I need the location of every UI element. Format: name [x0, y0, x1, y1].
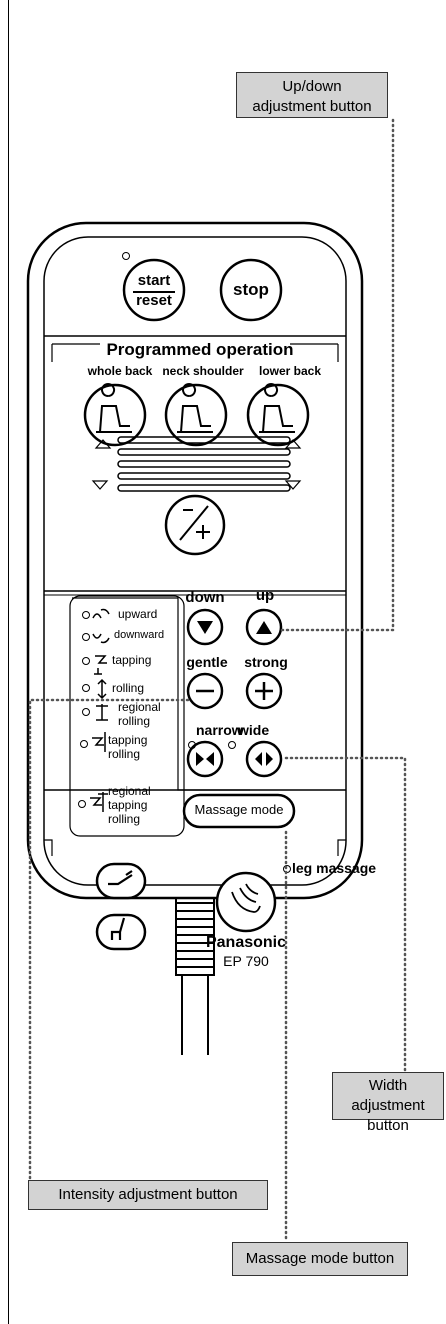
- leader-lines: [28, 118, 407, 1240]
- mode-rtr-label-3: rolling: [108, 812, 141, 826]
- massage-mode-label: Massage mode: [194, 802, 284, 817]
- massage-mode-callout: Massage mode button: [232, 1242, 408, 1276]
- upward-icon: [92, 608, 110, 619]
- down-button[interactable]: [186, 608, 224, 646]
- reset-label: reset: [136, 292, 172, 309]
- cable: [175, 894, 215, 1055]
- stop-label: stop: [233, 280, 269, 299]
- mode-tapping-rolling-label-2: rolling: [108, 747, 141, 761]
- mode-upward-label: upward: [118, 607, 158, 621]
- whole-back-button[interactable]: [83, 383, 147, 447]
- time-adjust-button[interactable]: [164, 494, 226, 556]
- neck-shoulder-button[interactable]: [164, 383, 228, 447]
- updown-callout: Up/down adjustment button: [236, 72, 388, 118]
- lower-back-button[interactable]: [246, 383, 310, 447]
- width-callout: Width adjustment button: [332, 1072, 444, 1134]
- up-button[interactable]: [245, 608, 283, 646]
- tapping-icon: [94, 655, 107, 675]
- mode-regional-rolling-label-2: rolling: [118, 714, 151, 728]
- narrow-label: narrow: [196, 722, 243, 738]
- wide-button[interactable]: [245, 740, 283, 778]
- down-triangle-icon: [284, 480, 302, 490]
- mode-tapping-label: tapping: [112, 653, 152, 667]
- up-label: up: [255, 587, 275, 604]
- regional-tapping-rolling-icon: [90, 792, 108, 812]
- recline-button[interactable]: [95, 913, 147, 951]
- up-triangle-icon: [94, 439, 112, 449]
- strong-label: strong: [244, 654, 288, 670]
- leg-massage-label: leg massage: [292, 860, 377, 876]
- mode-downward-label: downward: [114, 629, 165, 641]
- updown-callout-text: Up/down adjustment button: [252, 78, 372, 115]
- strong-button[interactable]: [245, 672, 283, 710]
- mode-panel: [69, 595, 185, 837]
- intensity-callout-text: Intensity adjustment button: [58, 1186, 238, 1203]
- page-border-line: [8, 0, 9, 1324]
- start-indicator-led: [122, 252, 130, 260]
- intensity-callout: Intensity adjustment button: [28, 1180, 268, 1210]
- start-reset-button[interactable]: [122, 258, 186, 322]
- downward-icon: [92, 633, 110, 644]
- gentle-button[interactable]: [186, 672, 224, 710]
- down-triangle-icon: [91, 480, 109, 490]
- tapping-rolling-icon: [92, 732, 106, 752]
- mode-rtr-label-1: regional: [108, 784, 151, 798]
- footrest-lift-button[interactable]: [95, 862, 147, 900]
- position-level-indicator: [117, 436, 291, 492]
- massage-mode-callout-text: Massage mode button: [245, 1250, 395, 1267]
- remote-inner-outline: [43, 236, 347, 886]
- narrow-button[interactable]: [186, 740, 224, 778]
- down-label: down: [185, 589, 225, 606]
- rolling-icon: [97, 678, 107, 700]
- width-callout-text: Width adjustment button: [351, 1077, 425, 1134]
- massage-mode-button[interactable]: [182, 793, 296, 829]
- programmed-title: Programmed operation: [106, 340, 294, 359]
- mode-regional-rolling-label-1: regional: [118, 700, 161, 714]
- brand-label: Panasonic: [205, 934, 287, 951]
- model-label: EP 790: [223, 953, 269, 969]
- start-label: start: [137, 272, 171, 289]
- leg-massage-button[interactable]: [215, 871, 277, 933]
- regional-rolling-icon: [96, 704, 108, 721]
- gentle-label: gentle: [186, 654, 228, 670]
- stop-button[interactable]: [219, 258, 283, 322]
- mode-rolling-label: rolling: [112, 681, 145, 695]
- whole-back-label: whole back: [87, 364, 153, 378]
- mode-rtr-label-2: tapping: [108, 798, 148, 812]
- wide-label: wide: [238, 722, 270, 738]
- up-triangle-icon: [284, 439, 302, 449]
- lower-back-label: lower back: [258, 364, 322, 378]
- neck-shoulder-label: neck shoulder: [162, 364, 244, 378]
- mode-tapping-rolling-label-1: tapping: [108, 733, 148, 747]
